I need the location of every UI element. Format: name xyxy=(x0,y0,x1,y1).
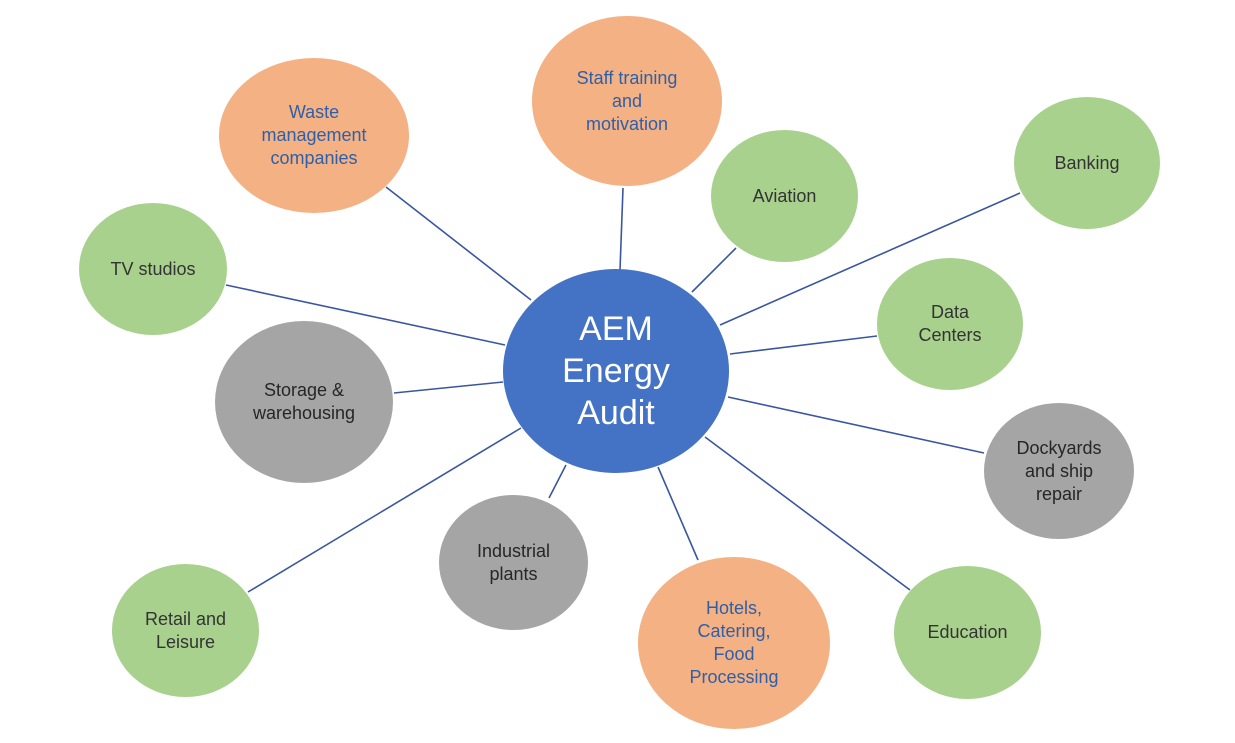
connector-storage-warehousing xyxy=(393,381,504,394)
node-label: Aviation xyxy=(752,185,817,206)
connector-education xyxy=(704,436,911,591)
node-label: Storage &warehousing xyxy=(252,380,356,423)
connector-tv-studios xyxy=(225,284,506,346)
connector-retail-leisure xyxy=(247,427,522,593)
connector-aviation xyxy=(691,247,737,293)
node-banking: Banking xyxy=(1014,97,1160,229)
node-storage-warehousing: Storage &warehousing xyxy=(215,321,393,483)
node-education: Education xyxy=(894,566,1041,699)
node-label: TV studios xyxy=(110,258,196,279)
connector-hotels-catering xyxy=(657,466,699,561)
connector-dockyards xyxy=(727,396,985,454)
connector-banking xyxy=(719,192,1021,326)
connector-staff-training xyxy=(619,187,624,271)
node-label: Education xyxy=(927,622,1008,642)
connector-waste-management xyxy=(385,186,532,301)
node-label: Banking xyxy=(1054,152,1120,173)
connector-data-centers xyxy=(729,335,878,355)
node-tv-studios: TV studios xyxy=(79,203,227,335)
connector-industrial-plants xyxy=(548,464,567,499)
node-aviation: Aviation xyxy=(711,130,858,262)
